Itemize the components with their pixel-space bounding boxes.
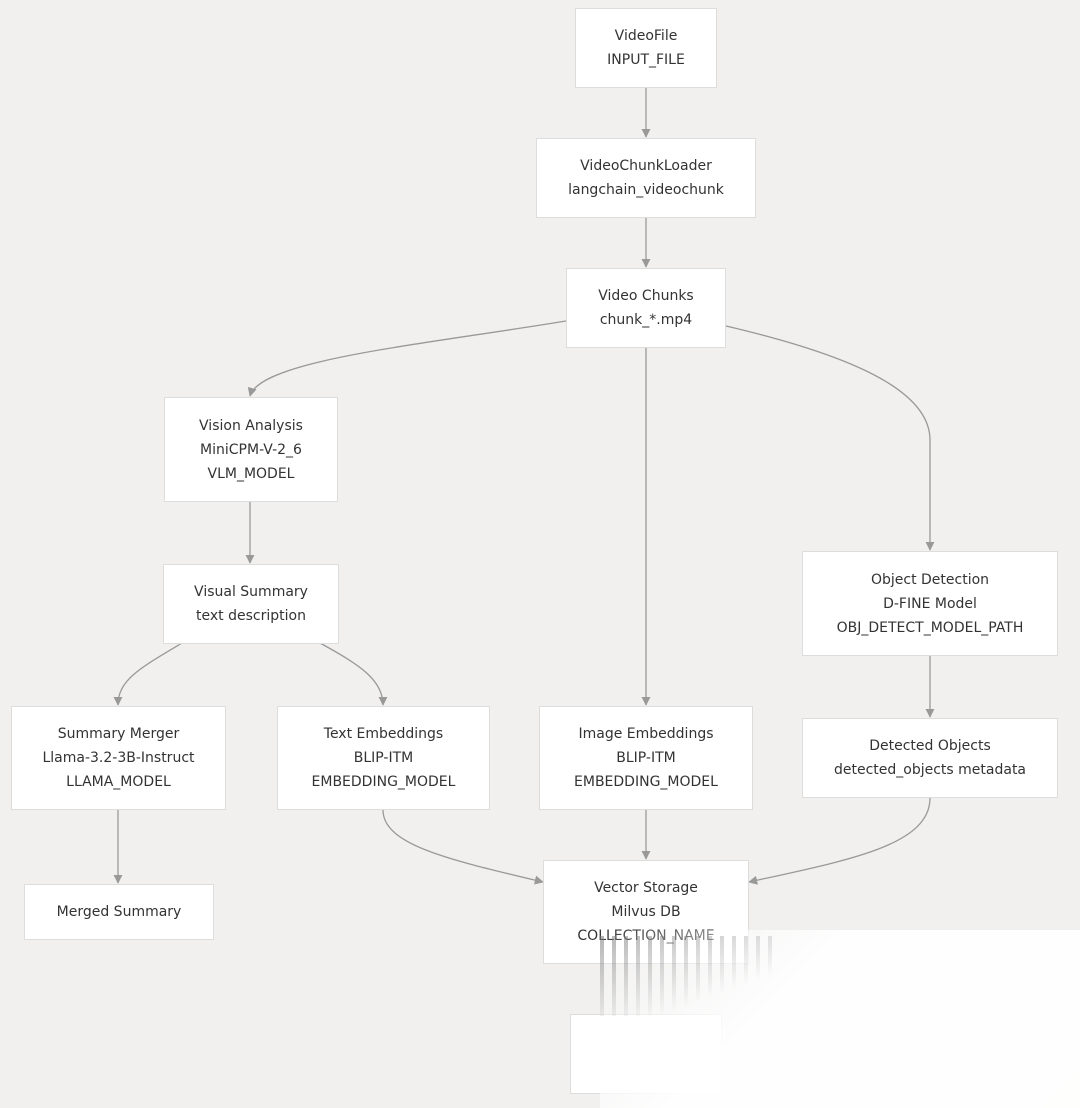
node-video-chunk-loader-line-2: langchain_videochunk [568, 182, 724, 198]
node-object-detection-line-3: OBJ_DETECT_MODEL_PATH [836, 619, 1024, 636]
node-unlabeled-bottom [570, 1014, 722, 1094]
node-image-embeddings-line-1: Image Embeddings [578, 726, 714, 742]
node-summary-merger-line-3: LLAMA_MODEL [66, 774, 171, 790]
node-text-embeddings-line-3: EMBEDDING_MODEL [311, 774, 456, 790]
node-video-chunks-line-2: chunk_*.mp4 [599, 312, 693, 328]
node-vector-storage-line-1: Vector Storage [594, 880, 698, 896]
node-vector-storage-line-3: COLLECTION_NAME [577, 928, 715, 944]
node-image-embeddings: Image Embeddings BLIP-ITM EMBEDDING_MODE… [539, 706, 753, 810]
edge-text-embeddings-to-vector-storage [382, 809, 544, 885]
node-video-chunks-line-1: Video Chunks [598, 288, 694, 304]
edge-visual-summary-to-merger [113, 642, 183, 706]
node-object-detection-line-2: D-FINE Model [883, 595, 977, 612]
node-merged-summary-line-1: Merged Summary [56, 904, 182, 920]
node-object-detection: Object Detection D-FINE Model OBJ_DETECT… [802, 551, 1058, 656]
node-text-embeddings-line-2: BLIP-ITM [353, 750, 414, 766]
node-video-file: VideoFile INPUT_FILE [575, 8, 717, 88]
edge-visual-summary-to-text-embeddings [319, 642, 388, 706]
edge-chunks-to-vision [247, 320, 567, 397]
node-text-embeddings-line-1: Text Embeddings [323, 726, 444, 742]
node-video-chunks: Video Chunks chunk_*.mp4 [566, 268, 726, 348]
node-image-embeddings-line-3: EMBEDDING_MODEL [574, 774, 718, 790]
node-video-chunk-loader: VideoChunkLoader langchain_videochunk [536, 138, 756, 218]
node-vector-storage-line-2: Milvus DB [611, 904, 681, 920]
edge-detected-objects-to-vector-storage [748, 797, 931, 885]
node-video-file-line-1: VideoFile [614, 28, 678, 44]
node-vision-analysis: Vision Analysis MiniCPM-V-2_6 VLM_MODEL [164, 397, 338, 502]
node-detected-objects-line-2: detected_objects metadata [833, 762, 1027, 778]
node-visual-summary: Visual Summary text description [163, 564, 339, 644]
node-video-file-line-2: INPUT_FILE [607, 52, 685, 68]
node-text-embeddings: Text Embeddings BLIP-ITM EMBEDDING_MODEL [277, 706, 490, 810]
node-visual-summary-line-1: Visual Summary [194, 584, 308, 600]
node-image-embeddings-line-2: BLIP-ITM [616, 750, 676, 766]
node-detected-objects: Detected Objects detected_objects metada… [802, 718, 1058, 798]
node-vision-analysis-line-1: Vision Analysis [199, 417, 303, 434]
edge-chunks-to-object-detection [725, 325, 935, 551]
node-object-detection-line-1: Object Detection [870, 571, 990, 588]
node-detected-objects-line-1: Detected Objects [869, 738, 991, 754]
node-vision-analysis-line-3: VLM_MODEL [207, 465, 295, 482]
node-visual-summary-line-2: text description [196, 608, 306, 624]
node-video-chunk-loader-line-1: VideoChunkLoader [580, 158, 712, 174]
node-summary-merger-line-1: Summary Merger [57, 726, 180, 742]
node-merged-summary: Merged Summary [24, 884, 214, 940]
node-vision-analysis-line-2: MiniCPM-V-2_6 [200, 441, 302, 458]
node-summary-merger: Summary Merger Llama-3.2-3B-Instruct LLA… [11, 706, 226, 810]
node-vector-storage: Vector Storage Milvus DB COLLECTION_NAME [543, 860, 749, 964]
node-summary-merger-line-2: Llama-3.2-3B-Instruct [42, 750, 195, 766]
